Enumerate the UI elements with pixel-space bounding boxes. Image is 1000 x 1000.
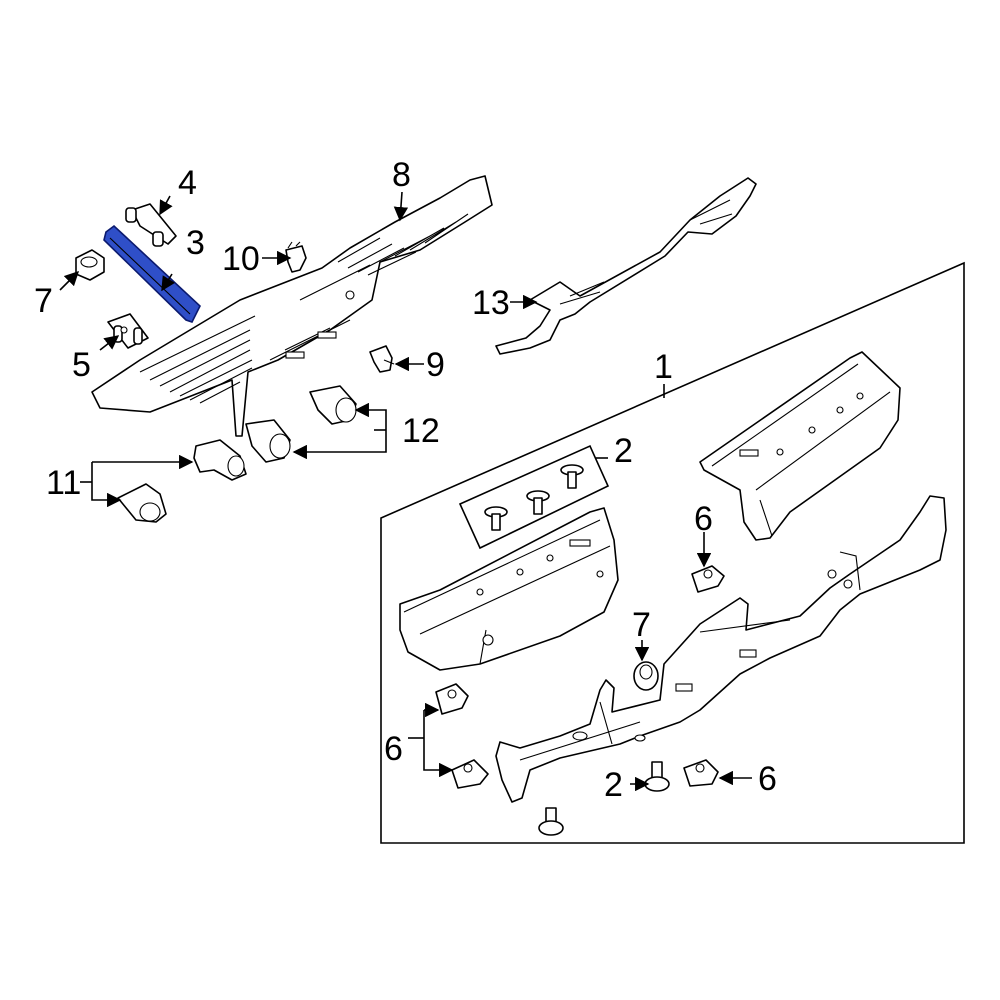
- clip-nut-6c[interactable]: [683, 759, 719, 787]
- nut-7-upper[interactable]: [75, 249, 105, 281]
- callout-11: 11: [46, 464, 81, 502]
- bumper-end-left[interactable]: [399, 507, 619, 671]
- stud-plate-4[interactable]: [125, 203, 177, 247]
- bolt-lower[interactable]: [538, 807, 564, 836]
- wiring-harness[interactable]: [495, 177, 757, 355]
- callout-4: 4: [178, 164, 197, 202]
- clips-box: [458, 444, 610, 550]
- nut-7-lower[interactable]: [633, 661, 659, 691]
- clip-9[interactable]: [369, 345, 395, 373]
- stud-plate-5[interactable]: [107, 313, 149, 349]
- callout-1: 1: [654, 348, 673, 386]
- callout-2-box: 2: [614, 432, 633, 470]
- step-pad[interactable]: [91, 175, 493, 437]
- callout-7-upper: 7: [34, 282, 53, 320]
- callout-12: 12: [402, 412, 440, 450]
- sensor-bracket-11a[interactable]: [193, 439, 247, 481]
- callout-6-right: 6: [758, 760, 777, 798]
- callout-9: 9: [426, 346, 445, 384]
- callout-8: 8: [392, 156, 411, 194]
- park-sensor-12b[interactable]: [245, 419, 291, 463]
- callout-6-left: 6: [384, 730, 403, 768]
- park-sensor-12a[interactable]: [309, 385, 357, 425]
- callout-13: 13: [472, 284, 510, 322]
- push-pin-2c[interactable]: [560, 464, 584, 489]
- callout-6-top: 6: [694, 500, 713, 538]
- callout-5: 5: [72, 346, 91, 384]
- leader-lines: [59, 191, 752, 792]
- clip-10[interactable]: [285, 241, 307, 273]
- clip-nut-6-top[interactable]: [691, 565, 725, 593]
- callout-labels: 1 2 3 4 5 7 8 10 9 12 11 13 6 7 6 2 6: [34, 156, 777, 804]
- clip-nut-6a[interactable]: [435, 683, 469, 715]
- bumper-mounting-frame[interactable]: [495, 495, 947, 803]
- bumper-end-right[interactable]: [699, 351, 901, 541]
- clip-nut-6b[interactable]: [451, 759, 489, 789]
- callout-3: 3: [186, 224, 205, 262]
- step-pad-bracket[interactable]: [103, 224, 201, 323]
- bolt-2-lower[interactable]: [644, 761, 670, 792]
- sensor-bracket-11b[interactable]: [117, 483, 167, 523]
- assembly-box: [380, 261, 965, 844]
- callout-7-lower: 7: [632, 606, 651, 644]
- push-pin-2a[interactable]: [484, 506, 508, 531]
- push-pin-2b[interactable]: [526, 490, 550, 515]
- callout-2-lower: 2: [604, 766, 623, 804]
- callout-10: 10: [222, 240, 260, 278]
